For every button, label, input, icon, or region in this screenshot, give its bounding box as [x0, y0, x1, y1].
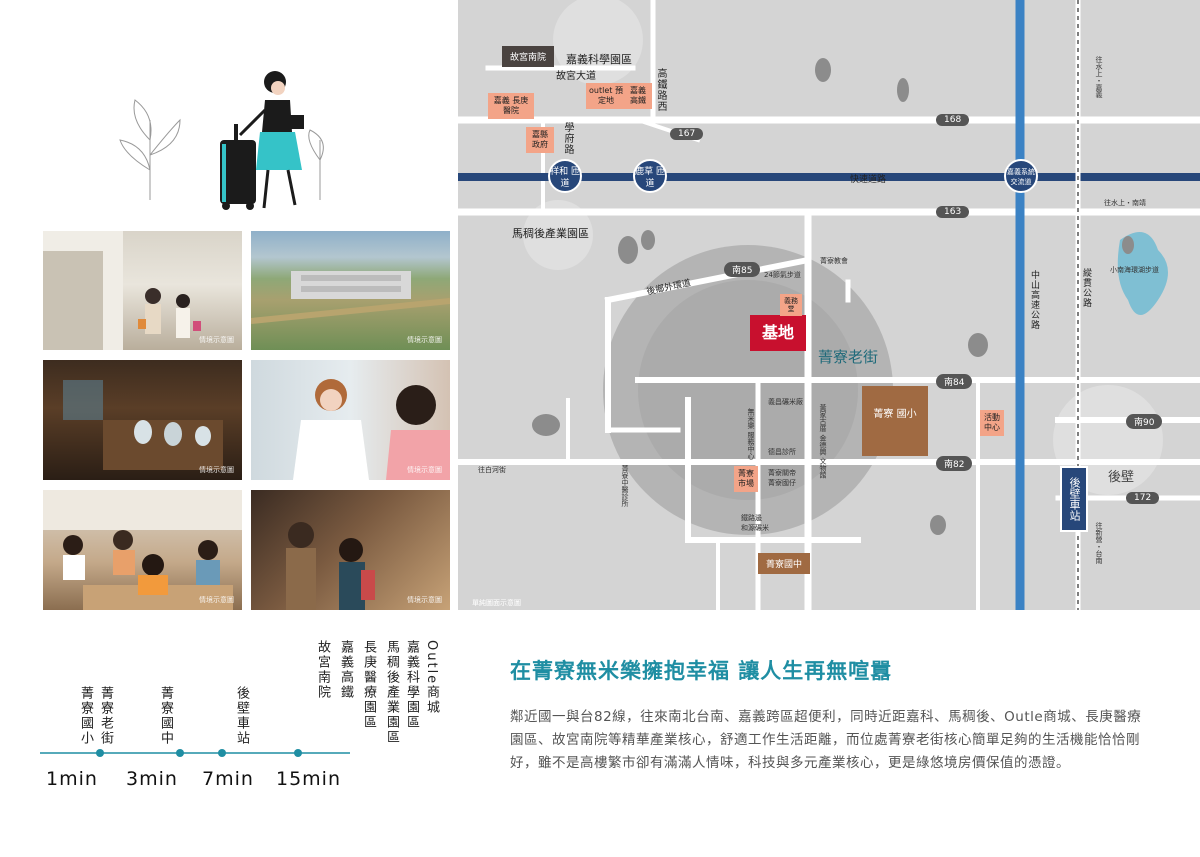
photo-caption: 情境示意圖 [407, 466, 442, 474]
label-palace-museum: 故宮南院 [502, 46, 555, 67]
poi-rice-mill: 義昌碾米廠 [768, 398, 803, 406]
poi-railway-side: 鐵路邊 [741, 514, 762, 522]
poi-clinic: 德昌診所 [768, 448, 796, 456]
map-caption: 單純圖面示意圖 [472, 599, 521, 607]
photo-travelers: 情境示意圖 [251, 490, 450, 610]
road-163: 163 [936, 206, 970, 218]
label-jingliao-old-street: 菁寮老街 [818, 348, 879, 366]
poi-hsr: 嘉義 高鐵 [624, 83, 652, 109]
timeline-time-7min: 7min [202, 768, 254, 790]
photo-caption: 情境示意圖 [407, 596, 442, 604]
label-zongguan-road: 縱貫公路 [1081, 268, 1091, 308]
timeline-place: 長庚醫療園區 [361, 640, 376, 730]
travel-time-timeline: 菁寮老街 菁寮國小 菁寮國中 後壁車站 Outle商城 嘉義科學園區 馬稠後產業… [40, 640, 439, 800]
timeline-place: Outle商城 [424, 640, 439, 716]
road-168: 168 [936, 114, 970, 126]
road-nan85: 南85 [724, 262, 761, 277]
body-text: 鄰近國一與台82線，往來南北台南、嘉義跨區超便利，同時近距嘉科、馬稠後、Outl… [510, 709, 1142, 771]
poi-market: 菁寮 市場 [734, 466, 758, 492]
road-nan90: 南90 [1126, 414, 1163, 429]
timeline-time-1min: 1min [46, 768, 98, 790]
photo-caption: 情境示意圖 [199, 466, 234, 474]
label-houbi: 後壁 [1108, 470, 1135, 485]
poi-shop: 菁寮國仔 [768, 479, 796, 487]
label-palace-avenue: 故宮大道 [556, 71, 596, 82]
timeline-place: 馬稠後產業園區 [384, 640, 399, 745]
traveler-illustration [119, 71, 324, 210]
direction-west-baihe: 往白河街 [478, 466, 506, 474]
photo-doctor-consult: 情境示意圖 [251, 360, 450, 480]
timeline-time-3min: 3min [126, 768, 178, 790]
photo-caption: 情境示意圖 [407, 336, 442, 344]
timeline-place: 後壁車站 [234, 686, 249, 746]
photo-industrial-park: 情境示意圖 [251, 231, 450, 350]
timeline-time-15min: 15min [276, 768, 342, 790]
photo-classroom: 情境示意圖 [43, 490, 242, 610]
poi-county-gov: 嘉縣 政府 [526, 127, 554, 153]
poi-activity-center: 活動 中心 [980, 410, 1004, 436]
label-science-park: 嘉義科學園區 [566, 53, 632, 66]
poi-jingliao-elementary: 菁寮 國小 [862, 386, 928, 456]
poi-farm: 和源碾米 [741, 524, 769, 532]
interchange-chiayi-system: 嘉義系統 交流道 [1004, 159, 1038, 193]
photo-caption: 情境示意圖 [199, 596, 234, 604]
timeline-place: 菁寮國中 [158, 686, 173, 746]
interchange-xianghe: 祥和 匝道 [548, 159, 582, 193]
photo-museum: 情境示意圖 [43, 360, 242, 480]
label-lake-trail: 小南海環湖步道 [1110, 266, 1159, 274]
timeline-marker-3min [176, 749, 184, 757]
poi-outlet: outlet 預定地 [586, 83, 626, 109]
photo-outlet-shoppers: 情境示意圖 [43, 231, 242, 350]
poi-mikan-center: 無米樂 服務中心 [747, 408, 755, 460]
location-map: 故宮南院 嘉義科學園區 故宮大道 outlet 預定地 嘉義 高鐵 高鐵路西 嘉… [458, 0, 1200, 610]
poi-site: 基地 [750, 315, 806, 351]
poi-clinic-2: 菁寮中醫診所 [621, 465, 629, 507]
poi-culture-museum: 黃家古厝 金德興 文物館 [819, 404, 827, 479]
poi-church: 菁寮教會 [820, 257, 848, 265]
interchange-lucao: 鹿草 匝道 [633, 159, 667, 193]
timeline-place: 嘉義科學園區 [404, 640, 419, 730]
headline: 在菁寮無米樂擁抱幸福 讓人生再無喧囂 [510, 659, 893, 683]
label-xuefu-road: 學府路 [562, 122, 573, 155]
poi-temple: 菁寮關帝 [768, 469, 796, 477]
poi-houbi-station: 後壁車站 [1060, 466, 1088, 532]
label-freeway-1: 中山高速公路 [1029, 270, 1039, 330]
photo-caption: 情境示意圖 [199, 336, 234, 344]
poi-jingliao-junior-high: 菁寮國中 [758, 553, 811, 574]
label-hsr-road: 高鐵路西 [655, 68, 666, 112]
timeline-place: 菁寮老街 [98, 686, 113, 746]
road-172: 172 [1126, 492, 1160, 504]
poi-post: 義務堂 [780, 294, 802, 316]
direction-south-tainan: 往新營・台南 [1095, 522, 1103, 564]
road-nan84: 南84 [936, 374, 973, 389]
timeline-axis [40, 749, 350, 757]
timeline-place: 嘉義高鐵 [338, 640, 353, 700]
direction-north-nanjing: 往水上・南靖 [1104, 199, 1146, 207]
timeline-place: 故宮南院 [315, 640, 330, 700]
timeline-marker-15min [294, 749, 302, 757]
label-mapuhou-park: 馬稠後產業園區 [512, 227, 589, 240]
timeline-place: 菁寮國小 [78, 686, 93, 746]
timeline-marker-7min [218, 749, 226, 757]
road-167: 167 [670, 128, 704, 140]
poi-chang-gung-hospital: 嘉義 長庚醫院 [488, 93, 534, 119]
timeline-marker-1min [96, 749, 104, 757]
direction-north-chiayi: 往水上・嘉義 [1095, 56, 1103, 98]
label-expressway: 快速道路 [850, 175, 887, 185]
poi-solar-trail: 24節氣步道 [764, 271, 801, 279]
road-nan82: 南82 [936, 456, 973, 471]
